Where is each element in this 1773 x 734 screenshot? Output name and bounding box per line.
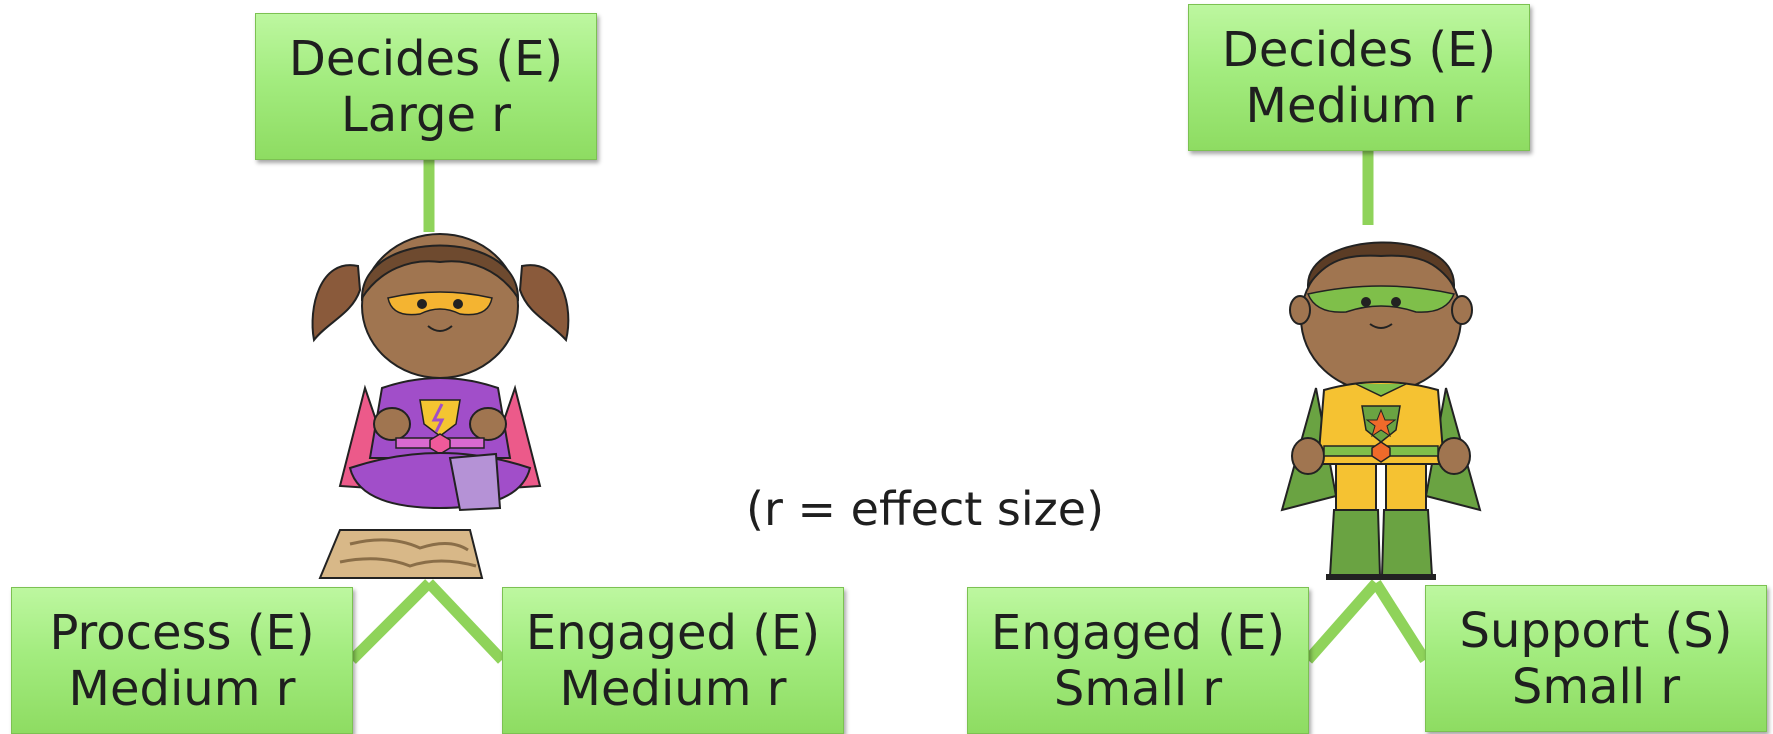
box-effect-size: Medium r bbox=[1245, 77, 1473, 134]
box-effect-size: Medium r bbox=[68, 660, 296, 717]
effect-size-note: (r = effect size) bbox=[746, 482, 1105, 536]
support-box-right: Support (S) Small r bbox=[1425, 585, 1767, 732]
decides-box-right: Decides (E) Medium r bbox=[1188, 4, 1530, 151]
box-effect-size: Large r bbox=[340, 86, 512, 143]
engaged-box-left: Engaged (E) Medium r bbox=[502, 587, 844, 734]
box-title: Decides (E) bbox=[288, 30, 564, 87]
box-title: Engaged (E) bbox=[525, 604, 821, 661]
box-title: Engaged (E) bbox=[990, 604, 1286, 661]
girl-superhero-illustration bbox=[311, 233, 570, 579]
box-effect-size: Medium r bbox=[559, 660, 787, 717]
box-title: Process (E) bbox=[49, 604, 315, 661]
box-effect-size: Small r bbox=[1511, 658, 1681, 715]
box-title: Decides (E) bbox=[1221, 21, 1497, 78]
decides-box-left: Decides (E) Large r bbox=[255, 13, 597, 160]
box-title: Support (S) bbox=[1459, 602, 1733, 659]
box-effect-size: Small r bbox=[1053, 660, 1223, 717]
engaged-box-right: Engaged (E) Small r bbox=[967, 587, 1309, 734]
boy-superhero-illustration bbox=[1280, 241, 1482, 580]
process-box-left: Process (E) Medium r bbox=[11, 587, 353, 734]
